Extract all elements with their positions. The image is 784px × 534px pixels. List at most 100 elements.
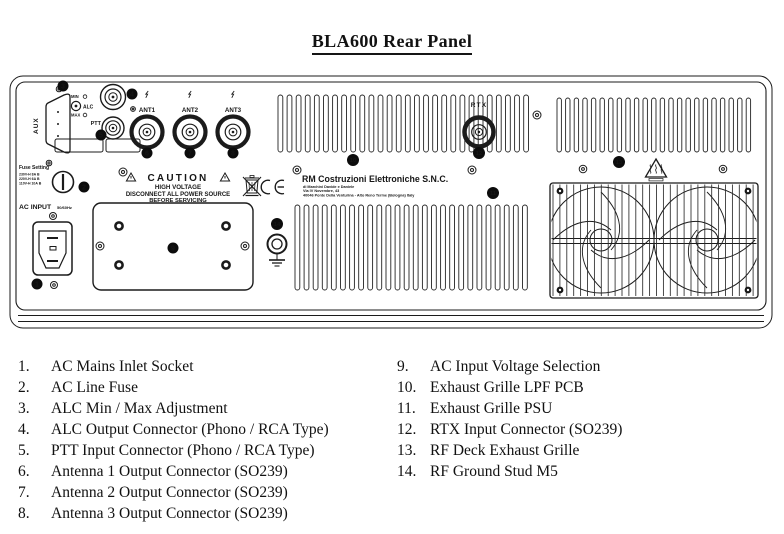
screw-icon: [118, 165, 302, 177]
rtx-label: RTX: [471, 102, 488, 109]
ground-stud: [266, 233, 288, 267]
marker-9: 9: [167, 242, 179, 254]
ac-inlet-socket: AC INPUT 50/60Hz: [19, 204, 73, 289]
page-title: BLA600 Rear Panel: [0, 31, 784, 55]
ant2-so239: [172, 114, 208, 150]
aux-connector: AUX: [33, 85, 71, 167]
company-line-3: 40046 Ponte Della Venturina - Alto Reno …: [303, 194, 415, 198]
fuse-title: Fuse Setting: [19, 165, 49, 171]
legend-item-4: 4.ALC Output Connector (Phono / RCA Type…: [18, 421, 329, 438]
marker-14: 14: [271, 218, 283, 230]
marker-6: 6: [141, 147, 153, 159]
alc-trimmer: MIN ALC MAX: [70, 94, 94, 118]
ce-mark-icon: [260, 179, 285, 195]
markers: 1 2 3 4 5 6 7 8 9 10 11 12 13 14: [31, 80, 625, 290]
alc-label: ALC: [83, 105, 94, 111]
voltage-selection-plate: [92, 202, 254, 291]
legend-item-2: 2.AC Line Fuse: [18, 379, 138, 396]
ac-input-label: AC INPUT: [19, 204, 52, 211]
alc-min-label: MIN: [71, 94, 79, 99]
fuse-line-1: 230V-H 8A B: [19, 173, 40, 177]
svg-text:5: 5: [99, 133, 103, 140]
screw-icon: [578, 164, 728, 174]
marker-12: 12: [473, 147, 485, 159]
company-line-1: di Marchini Davide e Daniele: [303, 185, 354, 189]
marker-11: 11: [487, 187, 499, 199]
aux-label: AUX: [33, 117, 40, 134]
legend-item-7: 7.Antenna 2 Output Connector (SO239): [18, 484, 288, 501]
alc-output-connector: [99, 83, 127, 111]
chassis-outline: [9, 75, 773, 329]
company-line-2: Via IV Novembre, 43: [303, 189, 339, 193]
svg-text:10: 10: [350, 158, 356, 164]
lightning-icon: [144, 90, 235, 99]
ant3-label: ANT3: [225, 107, 242, 114]
legend-item-11: 11.Exhaust Grille PSU: [397, 400, 553, 417]
legend-item-3: 3.ALC Min / Max Adjustment: [18, 400, 228, 417]
svg-text:13: 13: [616, 160, 623, 166]
ptt-label: PTT: [91, 121, 102, 127]
marker-10: 10: [347, 154, 359, 166]
svg-text:1: 1: [35, 282, 39, 289]
company-name: RM Costruzioni Elettroniche S.N.C.: [302, 174, 448, 184]
screw-icon: [50, 281, 58, 289]
legend-item-14: 14.RF Ground Stud M5: [397, 463, 558, 480]
svg-text:4: 4: [130, 92, 134, 99]
legend-item-12: 12.RTX Input Connector (SO239): [397, 421, 623, 438]
legend-item-9: 9.AC Input Voltage Selection: [397, 358, 601, 375]
ant3-so239: [215, 114, 251, 150]
legend-item-8: 8.Antenna 3 Output Connector (SO239): [18, 505, 288, 522]
legend-item-13: 13.RF Deck Exhaust Grille: [397, 442, 580, 459]
legend-item-5: 5.PTT Input Connector (Phono / RCA Type): [18, 442, 315, 459]
screw-icon: [45, 85, 63, 167]
screw-icon: [467, 110, 542, 175]
caution-line-3: BEFORE SERVICING: [149, 198, 207, 204]
ant-connectors: ANT1 ANT2 ANT3: [129, 90, 251, 150]
svg-text:6: 6: [145, 151, 149, 158]
marker-8: 8: [227, 147, 239, 159]
screw-icon: [95, 241, 250, 251]
rtx-connector: RTX: [462, 102, 496, 149]
fan-icon: [551, 186, 757, 294]
marker-2: 2: [78, 181, 90, 193]
fuse-line-2: 220V-H 6A B: [19, 177, 40, 181]
svg-text:2: 2: [82, 185, 86, 192]
fan-grille-bars: [552, 184, 754, 296]
marker-5: 5: [95, 129, 107, 141]
marker-1: 1: [31, 278, 43, 290]
legend-left-column: 1.AC Mains Inlet Socket 2.AC Line Fuse 3…: [18, 356, 329, 524]
legend-item-1: 1.AC Mains Inlet Socket: [18, 358, 194, 375]
svg-text:3: 3: [61, 84, 65, 91]
ant2-label: ANT2: [182, 107, 199, 114]
marker-4: 4: [126, 88, 138, 100]
weee-bin-icon: [242, 175, 262, 197]
label-plates: [54, 138, 141, 153]
ant1-label: ANT1: [139, 107, 156, 114]
fuse-line-3: 110V-H 10A B: [19, 182, 42, 186]
marker-7: 7: [184, 147, 196, 159]
ant1-so239: [129, 114, 165, 150]
svg-text:11: 11: [490, 191, 497, 197]
lpf-exhaust-grille: [277, 94, 529, 153]
rf-deck-exhaust-grille: [556, 97, 752, 153]
marker-13: 13: [613, 156, 625, 168]
svg-text:7: 7: [188, 151, 192, 158]
legend-item-10: 10.Exhaust Grille LPF PCB: [397, 379, 584, 396]
caution-title: CAUTION: [148, 173, 209, 184]
page-title-text: BLA600 Rear Panel: [311, 31, 473, 55]
hot-surface-icon: [644, 157, 668, 182]
caution-line-2: DISCONNECT ALL POWER SOURCE: [126, 192, 230, 198]
legend-item-6: 6.Antenna 1 Output Connector (SO239): [18, 463, 288, 480]
fuse-holder: Fuse Setting 230V-H 8A B 220V-H 6A B 110…: [19, 165, 75, 194]
legend-right-column: 9.AC Input Voltage Selection 10.Exhaust …: [397, 356, 622, 482]
caution-label: CAUTION HIGH VOLTAGE DISCONNECT ALL POWE…: [118, 165, 302, 204]
svg-text:8: 8: [231, 151, 235, 158]
alc-max-label: MAX: [71, 113, 81, 118]
screw-icon: [556, 187, 752, 294]
svg-text:9: 9: [171, 246, 175, 253]
marker-3: 3: [57, 80, 69, 92]
svg-text:12: 12: [476, 151, 482, 157]
fan-grille: [549, 182, 759, 299]
svg-text:14: 14: [274, 222, 281, 228]
psu-exhaust-grille: [294, 204, 528, 291]
